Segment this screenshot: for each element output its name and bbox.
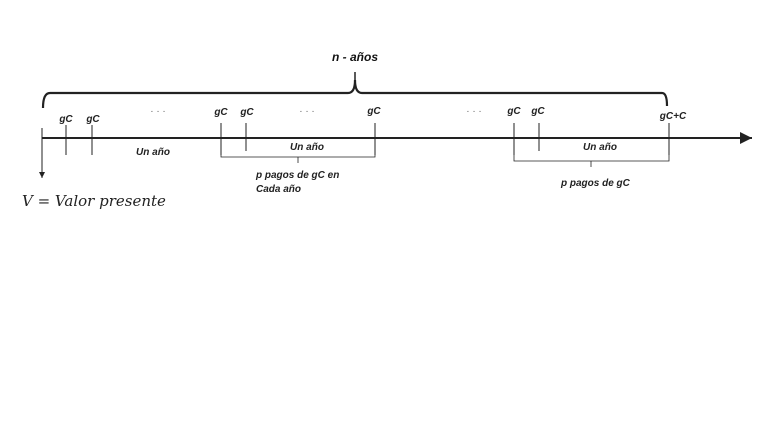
payment-label: gC [366,106,381,117]
ellipsis: · · · [150,106,166,117]
year-bracket [220,152,376,163]
year-label: Un año [290,142,324,153]
payment-label: gC [85,114,100,125]
n-years-label: n - años [332,50,378,64]
payment-label: gC [239,107,254,118]
payment-label: gC [506,106,521,117]
payment-ticks [65,123,670,155]
year-label: Un año [583,142,617,153]
group1-label-line2: Cada año [256,184,301,195]
year-label: Un año [136,147,170,158]
ellipsis: · · · [299,106,315,117]
year-bracket [513,152,670,167]
payment-label: gC [213,107,228,118]
payment-label: gC [530,106,545,117]
final-payment-label: gC+C [659,111,687,122]
group1-label-line1: p pagos de gC en [255,170,339,181]
payment-label: gC [58,114,73,125]
present-value-label: V = Valor presente [22,192,166,210]
n-years-brace [41,79,669,109]
group2-label: p pagos de gC [560,178,631,189]
ellipsis: · · · [466,106,482,117]
